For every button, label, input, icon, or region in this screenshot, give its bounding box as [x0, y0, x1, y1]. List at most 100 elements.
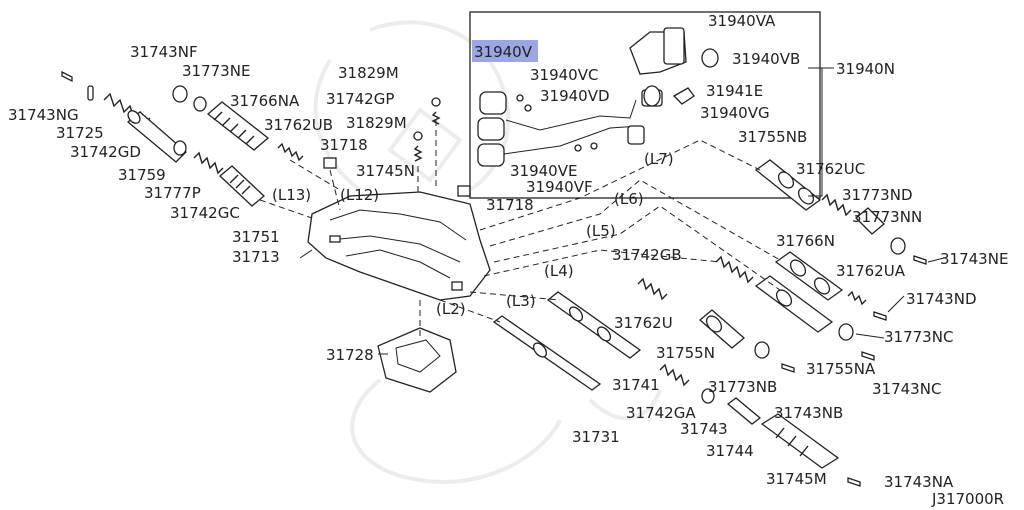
label-31742GB[interactable]: 31742GB: [612, 246, 682, 264]
label-31940VG[interactable]: 31940VG: [700, 104, 770, 122]
label-31762UC[interactable]: 31762UC: [796, 160, 865, 178]
part-31755NA-valve[interactable]: [754, 275, 834, 333]
label-31773NN[interactable]: 31773NN: [852, 208, 922, 226]
part-31941E-bracket[interactable]: [672, 87, 695, 105]
part-31762U-spring[interactable]: [637, 277, 668, 301]
part-31744-valve[interactable]: [726, 397, 762, 425]
label-31743NC[interactable]: 31743NC: [872, 380, 941, 398]
label-31744[interactable]: 31744: [706, 442, 754, 460]
part-31762UB-spring[interactable]: [277, 142, 304, 162]
part-31773ND-plug[interactable]: [855, 207, 885, 235]
label-31940VF[interactable]: 31940VF: [526, 178, 593, 196]
part-31773NB-plug[interactable]: [754, 341, 770, 359]
part-31940VA-solenoid[interactable]: [663, 27, 685, 65]
part-31742GB-spring[interactable]: [715, 255, 754, 284]
label-31755N[interactable]: 31755N: [656, 344, 715, 362]
part-31731-valve[interactable]: [492, 315, 602, 391]
label-31743NG[interactable]: 31743NG: [8, 106, 79, 124]
label-31759[interactable]: 31759: [118, 166, 166, 184]
part-31725-pin[interactable]: [87, 85, 94, 101]
label-31940N[interactable]: 31940N: [836, 60, 895, 78]
part-31940VE-oring[interactable]: [574, 144, 582, 152]
part-31755N-valve[interactable]: [698, 309, 746, 349]
label-31755NA[interactable]: 31755NA: [806, 360, 876, 378]
label-31742GD[interactable]: 31742GD: [70, 143, 141, 161]
part-31743ND-clip[interactable]: [873, 311, 887, 321]
label-31940VD[interactable]: 31940VD: [540, 87, 610, 105]
part-31940N-solenoid-assembly[interactable]: [469, 11, 821, 199]
part-31940VG-harness[interactable]: [643, 85, 661, 107]
part-31766NA-valve[interactable]: [206, 101, 270, 151]
label-31773ND[interactable]: 31773ND: [842, 186, 913, 204]
part-31773NC-plug[interactable]: [838, 323, 854, 341]
label-31743NB[interactable]: 31743NB: [774, 404, 843, 422]
label-31940V[interactable]: 31940V: [474, 43, 533, 61]
label-31751[interactable]: 31751: [232, 228, 280, 246]
part-31759-plug[interactable]: [126, 108, 187, 163]
label-31755NB[interactable]: 31755NB: [738, 128, 807, 146]
part-31940VB-oring[interactable]: [701, 48, 719, 68]
part-31940VD-oring[interactable]: [524, 104, 532, 112]
label-31773NB[interactable]: 31773NB: [708, 378, 777, 396]
label-31718-b[interactable]: 31718: [486, 196, 534, 214]
label-31766N[interactable]: 31766N: [776, 232, 835, 250]
part-31762UC-spring[interactable]: [821, 193, 852, 217]
part-31940VF-clip[interactable]: [590, 142, 598, 150]
label-31777P[interactable]: 31777P: [144, 184, 201, 202]
label-31742GA[interactable]: 31742GA: [626, 404, 696, 422]
part-31743NG-clip[interactable]: [61, 70, 73, 83]
part-31728-separator-plate[interactable]: [377, 327, 457, 393]
part-31745M-valve[interactable]: [760, 413, 840, 469]
part-31743NB-clip[interactable]: [781, 363, 795, 373]
part-31829M-ball-top[interactable]: [431, 97, 441, 107]
label-31743NF[interactable]: 31743NF: [130, 43, 198, 61]
part-31755NB-valve[interactable]: [754, 159, 822, 211]
part-31743NE-clip[interactable]: [913, 255, 927, 265]
label-31762UA[interactable]: 31762UA: [836, 262, 906, 280]
label-31940VB[interactable]: 31940VB: [732, 50, 800, 68]
label-31762UB[interactable]: 31762UB: [264, 116, 333, 134]
label-31743ND[interactable]: 31743ND: [906, 290, 977, 308]
label-31773NC[interactable]: 31773NC: [884, 328, 953, 346]
label-31731[interactable]: 31731: [572, 428, 620, 446]
label-31742GP[interactable]: 31742GP: [326, 90, 394, 108]
part-31718-filter-b[interactable]: [457, 185, 471, 197]
part-31777P-plug[interactable]: [173, 140, 187, 156]
part-31743NC-clip[interactable]: [861, 351, 875, 361]
label-31940VC[interactable]: 31940VC: [530, 66, 598, 84]
label-31743NA[interactable]: 31743NA: [884, 473, 954, 491]
label-31941E[interactable]: 31941E: [706, 82, 763, 100]
part-31718-filter-a[interactable]: [323, 157, 337, 169]
label-31940VA[interactable]: 31940VA: [708, 12, 776, 30]
part-31940VC-oring[interactable]: [516, 94, 524, 102]
part-31742GA-spring[interactable]: [659, 363, 690, 387]
label-31742GC[interactable]: 31742GC: [170, 204, 240, 222]
part-31713-valve-body[interactable]: [307, 191, 491, 301]
label-31745N[interactable]: 31745N: [356, 162, 415, 180]
part-31742GC-spring[interactable]: [193, 151, 224, 175]
label-31766NA[interactable]: 31766NA: [230, 92, 300, 110]
part-31745N-spring[interactable]: [413, 145, 423, 162]
label-31743NE[interactable]: 31743NE: [940, 250, 1008, 268]
part-31742GP-spring[interactable]: [431, 111, 441, 125]
part-31773NN-plug[interactable]: [890, 237, 906, 255]
label-31829M-mid[interactable]: 31829M: [346, 114, 407, 132]
label-31940VE[interactable]: 31940VE: [510, 162, 577, 180]
part-31766N-valve[interactable]: [774, 251, 844, 301]
label-31741[interactable]: 31741: [612, 376, 660, 394]
label-31745M[interactable]: 31745M: [766, 470, 827, 488]
part-31743NF-retainer[interactable]: [172, 85, 188, 103]
label-31728[interactable]: 31728: [326, 346, 374, 364]
part-31743NA-clip[interactable]: [847, 477, 861, 487]
label-31725[interactable]: 31725: [56, 124, 104, 142]
part-31741-valve[interactable]: [546, 291, 642, 359]
label-31743[interactable]: 31743: [680, 420, 728, 438]
part-31773NE-plug[interactable]: [193, 96, 207, 112]
label-31713[interactable]: 31713: [232, 248, 280, 266]
part-31829M-ball-mid[interactable]: [413, 131, 423, 141]
part-31751-valve[interactable]: [219, 165, 265, 207]
label-31773NE[interactable]: 31773NE: [182, 62, 250, 80]
part-31743-plug[interactable]: [701, 388, 715, 404]
label-31762U[interactable]: 31762U: [614, 314, 673, 332]
label-31829M-top[interactable]: 31829M: [338, 64, 399, 82]
